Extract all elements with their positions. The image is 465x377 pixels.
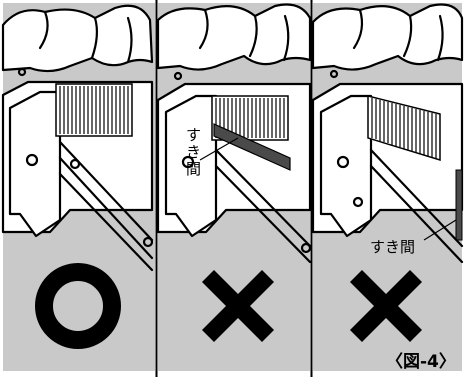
gap-label: すき間 [370, 238, 415, 256]
gap-label-char-1: す [186, 126, 201, 144]
gap-label-char-3: 間 [186, 160, 201, 178]
panel-wrong-1: す き 間 [158, 3, 310, 371]
figure-caption: 〈図-4〉 [386, 351, 456, 372]
gap-label-char-2: き [186, 143, 201, 161]
panel-wrong-2: すき間 [313, 3, 462, 371]
panel-correct [3, 3, 155, 371]
